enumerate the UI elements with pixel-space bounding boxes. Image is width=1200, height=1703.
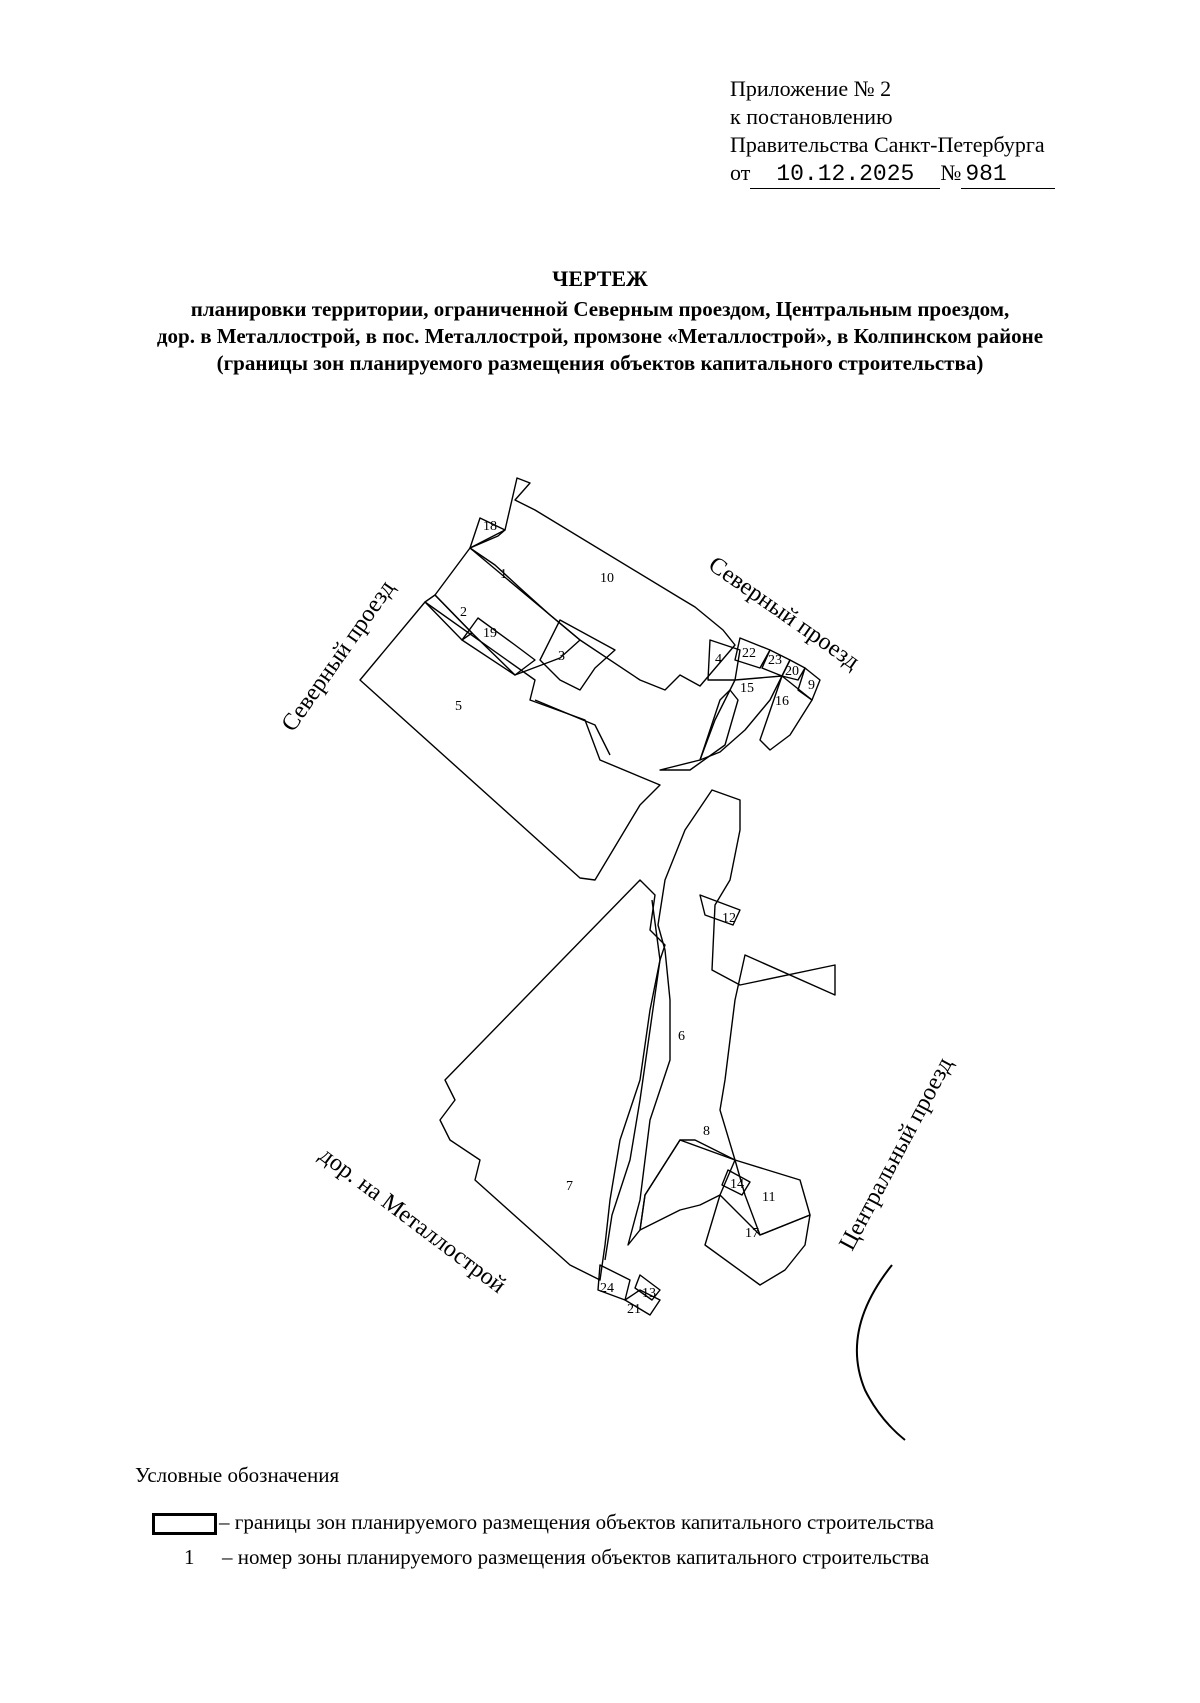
zone-label-8: 8: [703, 1124, 710, 1139]
zone-label-23: 23: [768, 653, 782, 668]
zone-21-boundary: [624, 1289, 661, 1316]
zone-label-6: 6: [678, 1029, 685, 1044]
road-label-north-left: Северный проезд: [277, 576, 400, 737]
zone-15-connector: [659, 689, 739, 771]
legend-title: Условные обозначения: [135, 1463, 340, 1487]
zone-6-boundary: [627, 789, 836, 1246]
zone-5-inner-step: [534, 699, 611, 756]
zone-17-boundary: [704, 1194, 811, 1286]
zone-label-12: 12: [722, 911, 736, 926]
zone-8-boundary: [639, 1139, 736, 1231]
zone-label-11: 11: [762, 1190, 775, 1205]
zone-label-24: 24: [600, 1281, 614, 1296]
number-label: №: [940, 160, 962, 185]
appendix-line-2: к постановлению: [730, 104, 893, 129]
decree-date: 10.12.2025: [750, 160, 941, 189]
zone-label-20: 20: [785, 664, 799, 679]
title-line-2: дор. в Металлострой, в пос. Металлострой…: [156, 324, 1044, 348]
zone-label-3: 3: [558, 649, 565, 664]
zone-label-10: 10: [600, 571, 614, 586]
zone-label-5: 5: [455, 699, 462, 714]
legend-number-sample: 1: [184, 1545, 195, 1569]
zone-label-21: 21: [627, 1302, 641, 1317]
zone-label-13: 13: [642, 1286, 656, 1301]
appendix-header: Приложение № 2 к постановлению Правитель…: [730, 75, 1056, 189]
arc-line: [855, 1264, 906, 1441]
appendix-line-3: Правительства Санкт-Петербурга: [730, 132, 1045, 157]
zone-label-18: 18: [483, 519, 497, 534]
legend-boundary-symbol: [152, 1513, 217, 1536]
road-labels: Северный проезд Северный проезд Централь…: [277, 552, 958, 1299]
zone-label-9: 9: [808, 678, 815, 693]
river-line: [604, 899, 661, 1261]
zone-16-boundary: [759, 675, 813, 751]
zone-label-22: 22: [742, 646, 756, 661]
zone-label-2: 2: [460, 605, 467, 620]
zone-19-boundary: [461, 617, 536, 676]
title-heading: ЧЕРТЕЖ: [552, 266, 648, 291]
zone-label-19: 19: [483, 626, 497, 641]
zone-label-15: 15: [740, 681, 754, 696]
zone-label-17: 17: [745, 1226, 759, 1241]
legend-row-number: 1 – номер зоны планируемого размещения об…: [152, 1545, 929, 1570]
zone-14-boundary: [721, 1169, 751, 1196]
zone-10-boundary: [469, 477, 736, 691]
zone-label-4: 4: [715, 652, 722, 667]
document-title: ЧЕРТЕЖ планировки территории, ограниченн…: [0, 265, 1200, 377]
legend-boundary-text: – границы зон планируемого размещения об…: [219, 1510, 934, 1534]
zone-label-1: 1: [500, 567, 507, 582]
zone-13-boundary: [634, 1274, 661, 1301]
legend-number-text: – номер зоны планируемого размещения объ…: [222, 1545, 930, 1569]
zone-5-boundary: [359, 601, 661, 881]
decree-number: 981: [961, 160, 1056, 189]
zone-7-boundary: [439, 879, 666, 1281]
zone-12-boundary: [699, 894, 741, 926]
from-label: от: [730, 160, 751, 185]
zone-label-14: 14: [730, 1177, 744, 1192]
zone-label-7: 7: [566, 1179, 573, 1194]
road-label-central: Центральный проезд: [834, 1053, 958, 1255]
zone-3-boundary: [539, 619, 616, 691]
title-line-3: (границы зон планируемого размещения объ…: [216, 351, 984, 375]
zone-label-16: 16: [775, 694, 789, 709]
legend-row-boundary: – границы зон планируемого размещения об…: [152, 1510, 934, 1536]
zone-18-boundary: [469, 517, 506, 549]
appendix-line-1: Приложение № 2: [730, 76, 892, 101]
title-line-1: планировки территории, ограниченной Севе…: [190, 297, 1010, 321]
road-label-metallostroy: дор. на Металлострой: [314, 1142, 510, 1299]
zone-20-boundary: [781, 659, 806, 681]
zone-22-boundary: [734, 637, 771, 669]
zone-labels: 18 1 10 2 19 3 4 22 23 20 9 15 16 5 12 6…: [455, 519, 815, 1317]
